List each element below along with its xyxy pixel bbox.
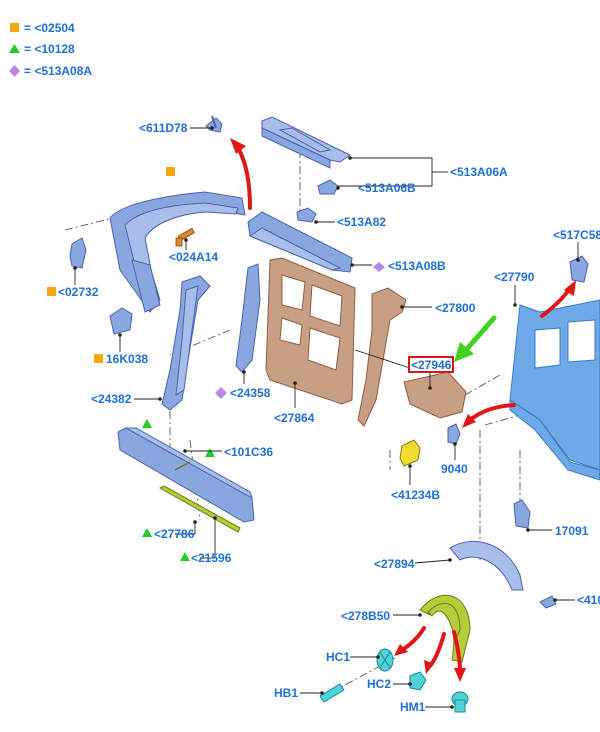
- highlight-box-27946: [408, 356, 454, 373]
- label-9040: 9040: [441, 462, 468, 476]
- marker-triangle-2: [205, 448, 215, 457]
- label-41234B: <41234B: [391, 488, 440, 502]
- legend-text-02504: = <02504: [24, 21, 75, 35]
- label-16K038: 16K038: [106, 352, 148, 366]
- part-inner-panel-27864: [265, 257, 356, 405]
- label-513A06A: <513A06A: [450, 165, 508, 179]
- part-strip-21596: [158, 461, 241, 533]
- label-27946: <27946: [411, 358, 452, 372]
- part-roof-rail-upper: [261, 116, 351, 169]
- part-bracket-611D78: [205, 115, 223, 133]
- part-clip-HC1: [376, 648, 394, 672]
- label-17091: 17091: [555, 524, 589, 538]
- part-block-41234B: [399, 439, 421, 467]
- part-bracket-27800: [357, 287, 467, 427]
- legend-triangle-marker: [9, 44, 20, 53]
- part-wheelhouse-27894: [449, 540, 524, 591]
- part-bracket-513A82: [296, 207, 317, 223]
- part-bracket-02732: [69, 237, 87, 269]
- label-517C58: <517C58: [553, 228, 600, 242]
- label-HC2: HC2: [367, 677, 391, 691]
- marker-triangle-4: [180, 552, 190, 561]
- marker-diamond-1: [373, 262, 385, 272]
- marker-triangle-3: [142, 528, 152, 537]
- marker-square-1: [166, 167, 175, 176]
- label-HM1: HM1: [400, 700, 426, 714]
- label-27790: <27790: [494, 270, 535, 284]
- legend-text-10128: = <10128: [24, 42, 75, 56]
- label-24382: <24382: [91, 392, 132, 406]
- label-410: <410: [577, 593, 600, 607]
- label-21596: <21596: [191, 551, 232, 565]
- part-clip-HC2: [409, 671, 427, 691]
- label-513A82: <513A82: [337, 215, 386, 229]
- legend-square-marker: [10, 23, 19, 32]
- label-02732: <02732: [58, 285, 99, 299]
- part-bracket-17091: [513, 499, 531, 529]
- part-b-pillar: [161, 275, 211, 411]
- marker-square-2: [47, 287, 56, 296]
- legend: = <02504 = <10128 = <513A08A: [9, 21, 92, 78]
- part-bracket-517C58: [569, 255, 589, 283]
- part-bracket-410: [539, 595, 557, 609]
- part-bracket-513A06B: [317, 179, 339, 195]
- marker-square-3: [94, 354, 103, 363]
- leader-lines: [73, 126, 580, 709]
- label-27864: <27864: [274, 411, 315, 425]
- part-c-pillar-left: [109, 191, 246, 313]
- label-101C36: <101C36: [224, 445, 273, 459]
- part-labels: <611D78 <513A06A <513A06B <513A82 <024A1…: [58, 121, 600, 714]
- part-body-side-27790: [509, 299, 600, 481]
- part-pillar-24358: [235, 263, 261, 373]
- part-wheel-liner-278B50: [419, 594, 471, 663]
- part-bracket-16K038: [109, 307, 133, 335]
- label-024A14: <024A14: [169, 250, 218, 264]
- label-24358: <24358: [230, 386, 271, 400]
- part-bracket-9040: [447, 423, 461, 445]
- label-HC1: HC1: [326, 650, 350, 664]
- green-arrow: [454, 315, 497, 362]
- label-513A06B: <513A06B: [358, 181, 416, 195]
- marker-diamond-2: [215, 387, 227, 399]
- part-clip-HM1: [451, 691, 469, 713]
- label-27786: <27786: [154, 527, 195, 541]
- part-bolt-024A14: [175, 227, 195, 247]
- marker-triangle-1: [142, 419, 152, 428]
- label-27894: <27894: [374, 557, 415, 571]
- label-HB1: HB1: [274, 686, 298, 700]
- part-roof-side-rail: [247, 211, 353, 273]
- label-278B50: <278B50: [341, 609, 390, 623]
- legend-diamond-marker: [9, 65, 20, 77]
- label-513A08B: <513A08B: [388, 259, 446, 273]
- red-arrows: [230, 138, 576, 682]
- legend-text-513A08A: = <513A08A: [24, 64, 92, 78]
- part-rocker-sill: [117, 427, 255, 523]
- label-611D78: <611D78: [139, 121, 188, 135]
- label-27800: <27800: [435, 301, 476, 315]
- part-clip-HB1: [319, 683, 345, 703]
